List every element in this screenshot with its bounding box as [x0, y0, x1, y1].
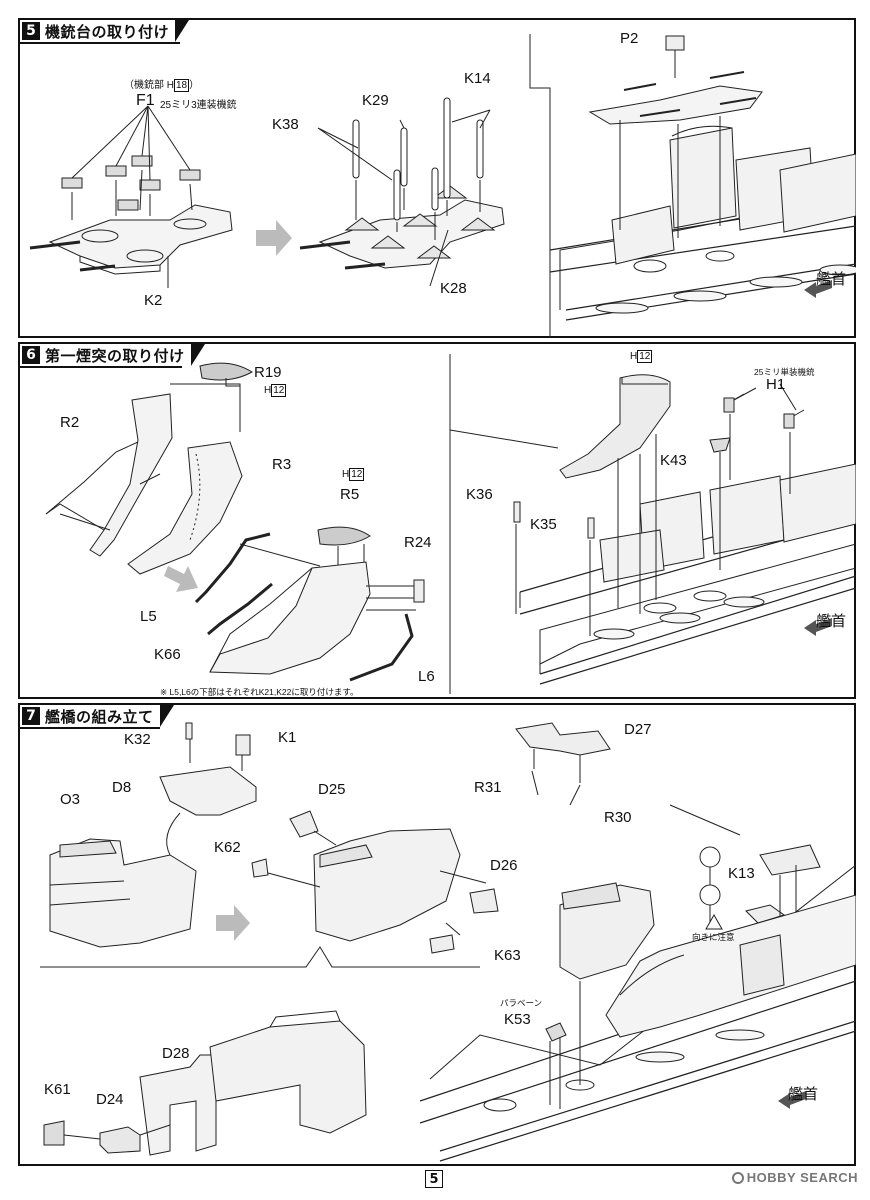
step-6-number: 6: [22, 346, 40, 364]
part-label-d28: D28: [162, 1045, 190, 1062]
page-number: 5: [425, 1170, 443, 1188]
step-6-header-bar: [20, 344, 182, 368]
part-label-r19: R19: [254, 364, 282, 381]
part-label-k63: K63: [494, 947, 521, 964]
step-7-panel: 7 艦橋の組み立て: [18, 703, 856, 1166]
step-6-header: 6 第一煙突の取り付け: [20, 344, 205, 366]
part-label-r5: R5: [340, 486, 360, 503]
part-label-l5: L5: [140, 608, 157, 625]
part-label-r30: R30: [604, 809, 632, 826]
part-label-k13: K13: [728, 865, 755, 882]
part-label-r24: R24: [404, 534, 432, 551]
bow-label: 艦首: [788, 1086, 819, 1103]
step-7-title: 艦橋の組み立て: [45, 707, 154, 726]
part-label-d8: D8: [112, 779, 132, 796]
part-label-l6: L6: [418, 668, 435, 685]
step-7-header-bar: [20, 705, 160, 729]
part-label-k29: K29: [362, 92, 389, 109]
l5-l6-note: ※ L5,L6の下部はそれぞれK21,K22に取り付けます。: [160, 687, 359, 697]
part-label-k66: K66: [154, 646, 181, 663]
part-label-f1: F1: [136, 92, 155, 109]
part-label-k28: K28: [440, 280, 467, 297]
part-label-r2: R2: [60, 414, 80, 431]
part-label-r3: R3: [272, 456, 292, 473]
part-label-p2: P2: [620, 30, 639, 47]
part-label-k14: K14: [464, 70, 491, 87]
bow-label: 艦首: [816, 271, 847, 288]
step-6-illustration: [45, 354, 856, 694]
part-label-k2: K2: [144, 292, 163, 309]
part-label-k62: K62: [214, 839, 241, 856]
part-label-r31: R31: [474, 779, 502, 796]
step-5-title: 機銃台の取り付け: [45, 22, 170, 41]
step-7-header: 7 艦橋の組み立て: [20, 705, 174, 727]
step-5-panel: 5 機銃台の取り付け: [18, 18, 856, 338]
watermark-text: HOBBY SEARCH: [746, 1170, 858, 1185]
part-label-d24: D24: [96, 1091, 124, 1108]
part-label-k32: K32: [124, 731, 151, 748]
step-6-panel: 6 第一煙突の取り付け: [18, 342, 856, 699]
f1-description: 25ミリ3連装機銃: [160, 100, 237, 111]
part-label-h1: H1: [766, 376, 786, 393]
step-7-illustration: [40, 722, 856, 1162]
orientation-caution: 向きに注意: [692, 932, 735, 942]
watermark: HOBBY SEARCH: [731, 1170, 858, 1185]
part-label-k61: K61: [44, 1081, 71, 1098]
step-5-header-bar: [20, 20, 180, 44]
step-6-title: 第一煙突の取り付け: [45, 346, 185, 365]
watermark-logo-icon: [731, 1172, 744, 1184]
step-5-illustration: [29, 34, 856, 338]
step-7-number: 7: [22, 707, 40, 725]
part-label-d27: D27: [624, 721, 652, 738]
part-label-k1: K1: [278, 729, 297, 746]
part-label-k36: K36: [466, 486, 493, 503]
part-label-k35: K35: [530, 516, 557, 533]
part-label-d26: D26: [490, 857, 518, 874]
bow-label: 艦首: [816, 613, 847, 630]
part-label-d25: D25: [318, 781, 346, 798]
h1-description: 25ミリ単装機銃: [754, 367, 815, 377]
step-5-header: 5 機銃台の取り付け: [20, 20, 190, 42]
paravane-label: パラベーン: [500, 998, 543, 1008]
part-label-k38: K38: [272, 116, 299, 133]
step-5-number: 5: [22, 22, 40, 40]
part-label-k43: K43: [660, 452, 687, 469]
part-label-k53: K53: [504, 1011, 531, 1028]
part-label-o3: O3: [60, 791, 81, 808]
